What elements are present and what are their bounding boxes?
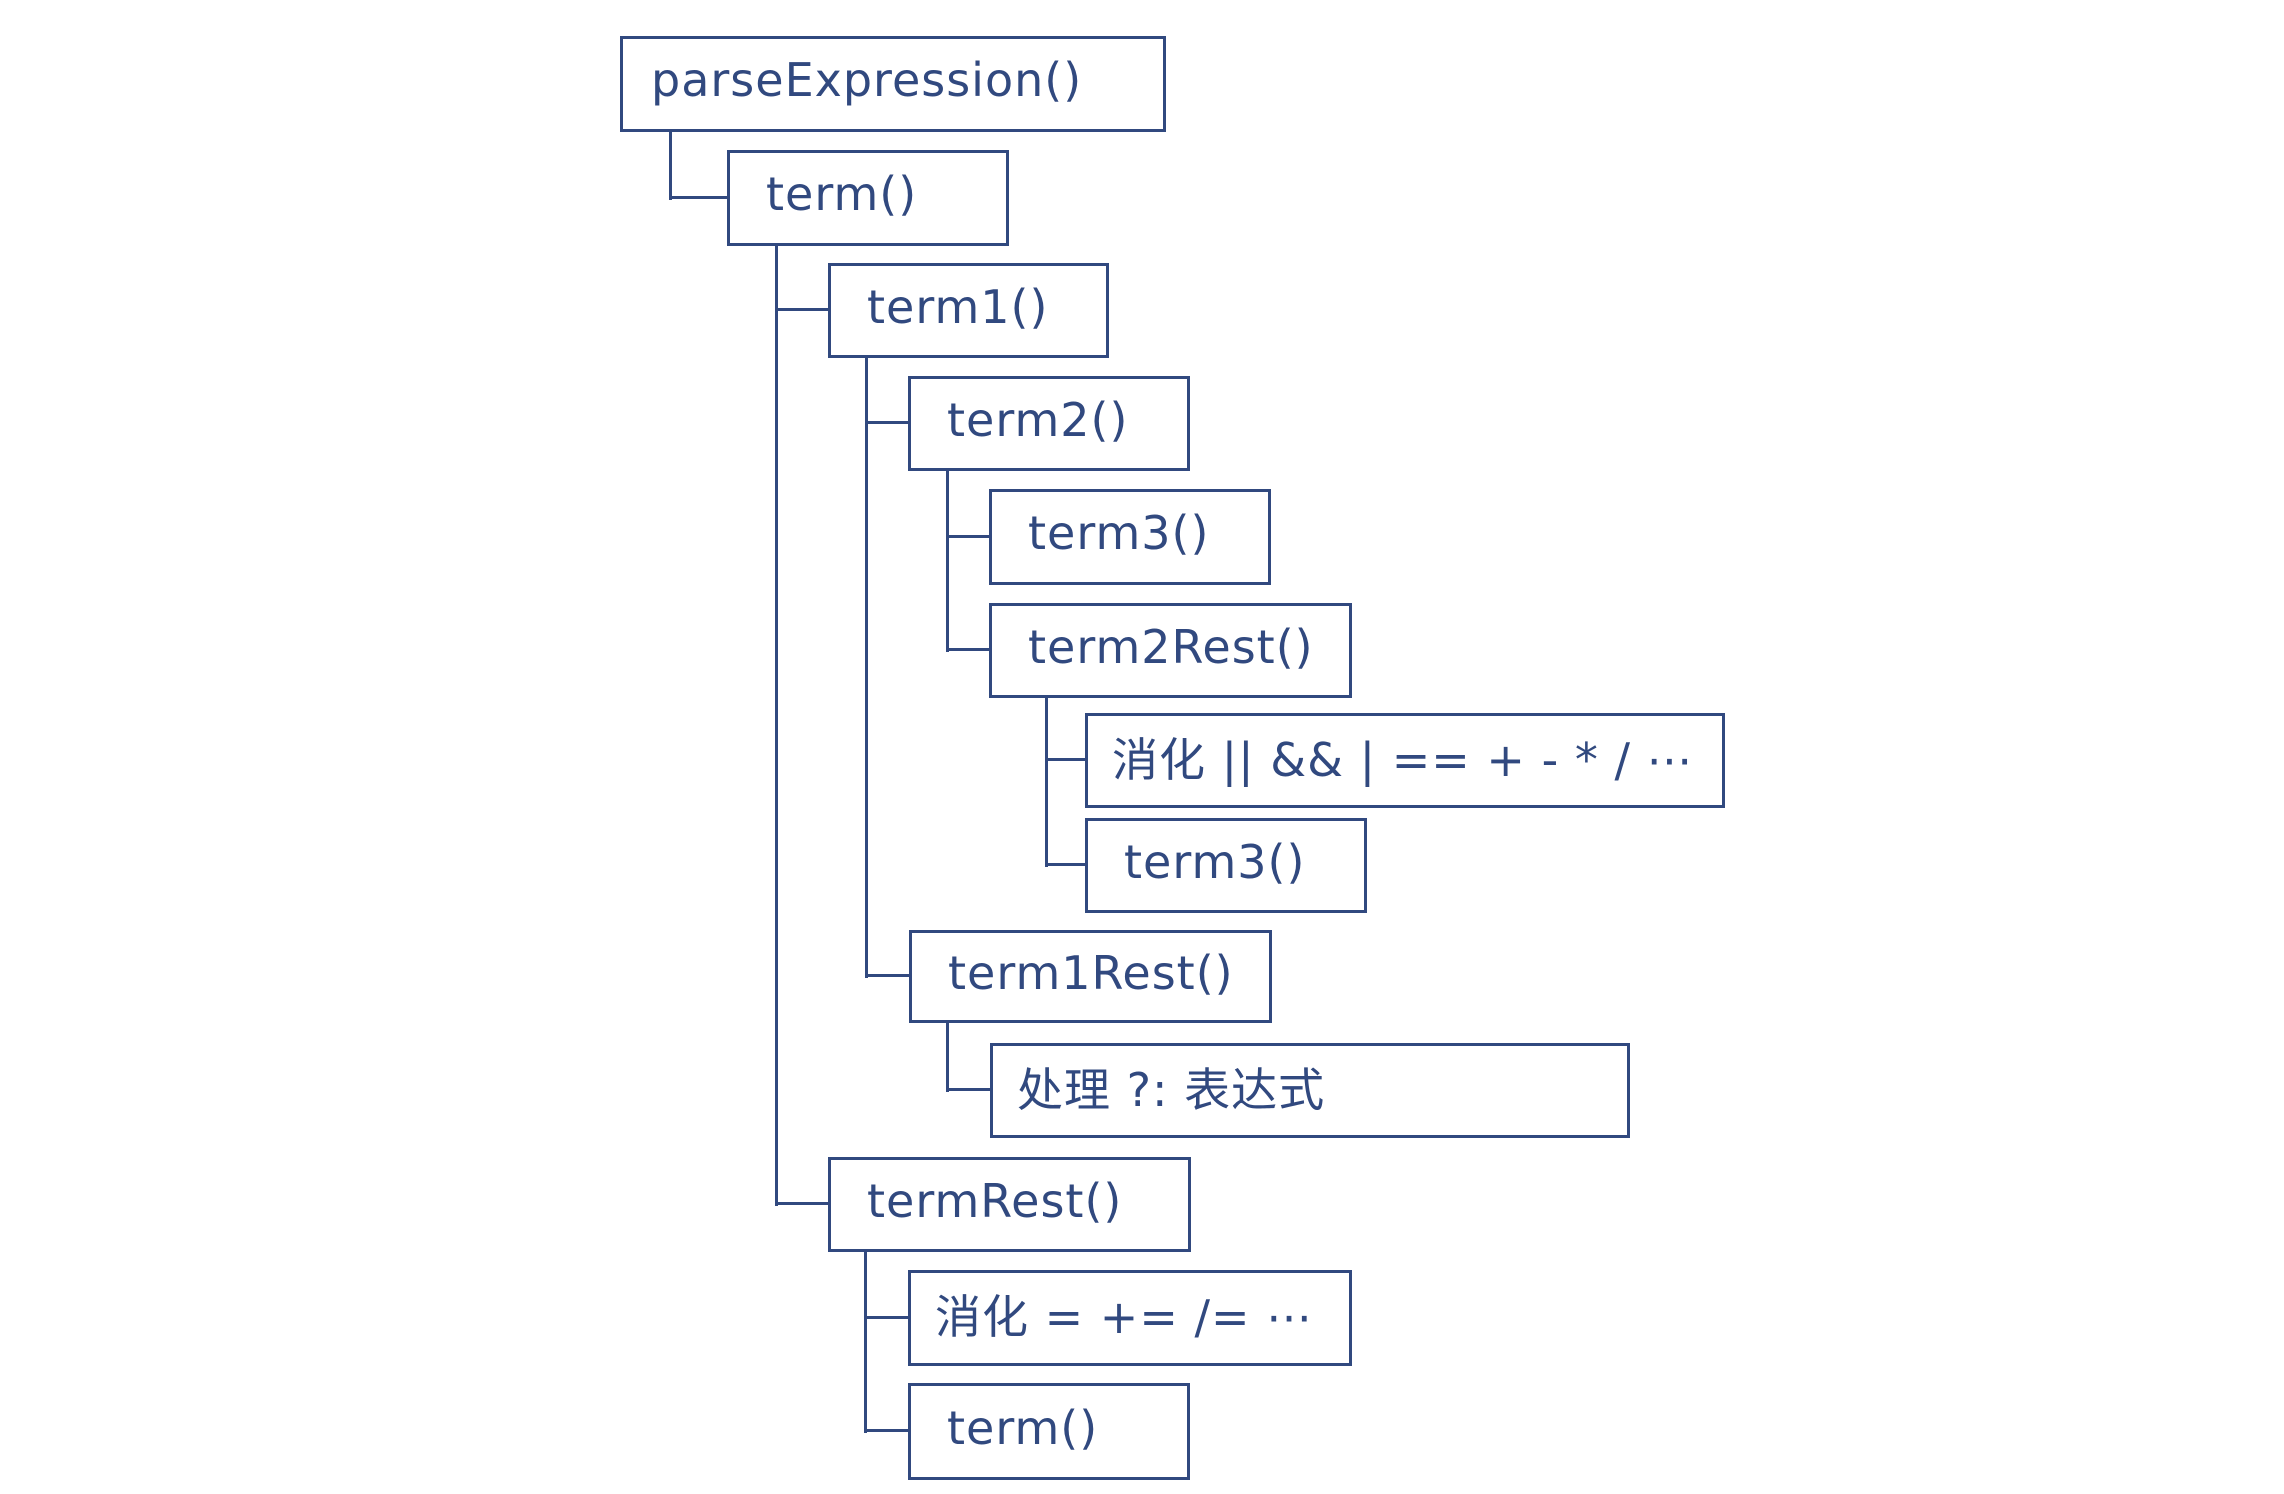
connector-term1-term1rest-elbow: [865, 974, 909, 977]
node-term-second: term(): [908, 1383, 1190, 1480]
node-term2: term2(): [908, 376, 1190, 471]
connector-term-term1-elbow: [775, 308, 828, 311]
connector-term2-children-vertical: [946, 471, 949, 652]
node-label: parseExpression(): [651, 53, 1083, 107]
connector-termrest-consume-elbow: [864, 1316, 908, 1319]
connector-parseexpression-term-vertical: [669, 132, 672, 200]
connector-term1-children-vertical: [865, 358, 868, 978]
node-term3-second: term3(): [1085, 818, 1367, 913]
node-label: term2Rest(): [1028, 619, 1314, 674]
connector-term1rest-child-vertical: [946, 1023, 949, 1092]
connector-term1rest-ternary-elbow: [946, 1088, 990, 1091]
node-consume-assignment-operators: 消化 = += /= ⋯: [908, 1270, 1352, 1366]
node-label: 消化 = += /= ⋯: [935, 1290, 1314, 1344]
connector-termrest-children-vertical: [864, 1252, 867, 1433]
node-term1: term1(): [828, 263, 1109, 358]
node-consume-binary-operators: 消化 || && | == + - * / ⋯: [1085, 713, 1725, 808]
connector-term2rest-consume-elbow: [1045, 758, 1085, 761]
node-term: term(): [727, 150, 1009, 246]
node-term3: term3(): [989, 489, 1271, 585]
node-label: term3(): [1124, 834, 1306, 889]
node-label: termRest(): [867, 1173, 1123, 1228]
connector-term1-term2-elbow: [865, 421, 908, 424]
node-label: 消化 || && | == + - * / ⋯: [1112, 732, 1694, 787]
node-label: term1Rest(): [948, 945, 1234, 1000]
node-label: term1(): [867, 279, 1049, 334]
node-termrest: termRest(): [828, 1157, 1191, 1252]
node-parse-expression: parseExpression(): [620, 36, 1166, 132]
connector-term2rest-children-vertical: [1045, 698, 1048, 867]
node-label: 处理 ?: 表达式: [1017, 1062, 1326, 1117]
node-label: term(): [766, 167, 918, 221]
connector-term2rest-term3-elbow: [1045, 863, 1085, 866]
node-label: term(): [947, 1400, 1099, 1455]
node-label: term3(): [1028, 506, 1210, 560]
connector-parseexpression-term-elbow: [669, 196, 727, 199]
node-term2rest: term2Rest(): [989, 603, 1352, 698]
node-label: term2(): [947, 392, 1129, 447]
node-term1rest: term1Rest(): [909, 930, 1272, 1023]
connector-term2-term3-elbow: [946, 535, 989, 538]
connector-term2-term2rest-elbow: [946, 648, 989, 651]
connector-termrest-term-elbow: [864, 1429, 908, 1432]
connector-term-termrest-elbow: [775, 1202, 828, 1205]
connector-term-children-vertical: [775, 246, 778, 1206]
node-handle-ternary-expression: 处理 ?: 表达式: [990, 1043, 1630, 1138]
